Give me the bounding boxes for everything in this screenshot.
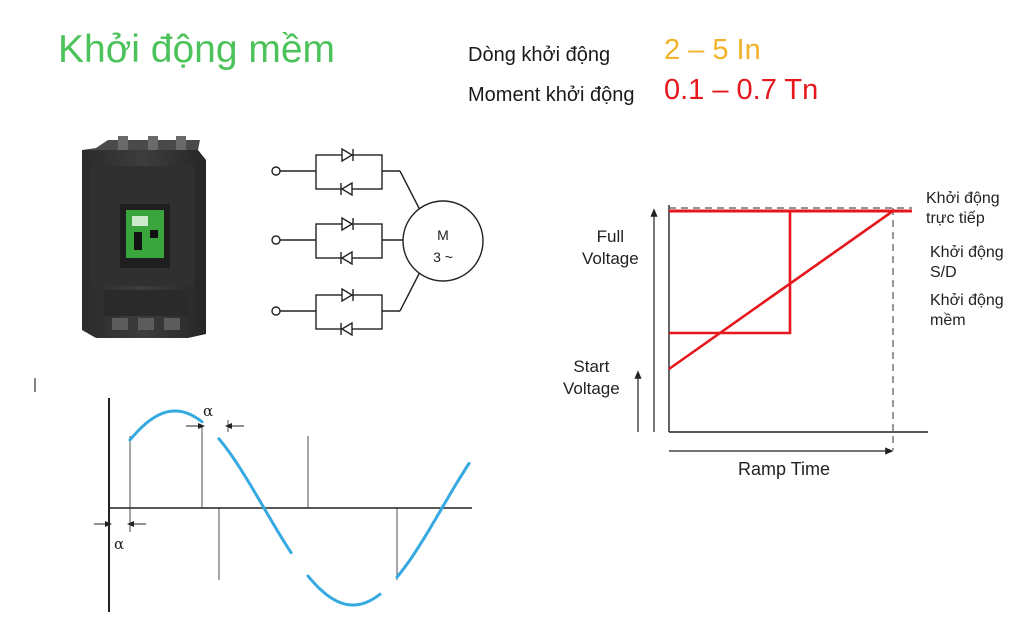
start-voltage-label-line2: Voltage: [563, 379, 620, 398]
thyristor-pair-3: [271, 267, 423, 337]
legend-direct-start-line2: trực tiếp: [926, 210, 985, 227]
alpha-label-top: α: [203, 402, 213, 420]
starting-current-value: 2 – 5 In: [664, 34, 761, 66]
full-voltage-label-line1: Full: [596, 227, 625, 246]
ramp-time-label: Ramp Time: [738, 459, 831, 479]
waveform-chart: α α: [94, 398, 472, 612]
ramp-chart: [634, 205, 928, 455]
starting-torque-value: 0.1 – 0.7 Tn: [664, 74, 819, 106]
full-voltage-label-line2: Voltage: [582, 249, 639, 268]
starting-current-label: Dòng khởi động: [468, 44, 611, 66]
motor-phase-label: 3 ~: [433, 249, 453, 265]
start-voltage-label: Start Voltage: [563, 356, 620, 400]
legend-star-delta-line1: Khởi động: [930, 244, 1004, 261]
legend-star-delta-line2: S/D: [930, 264, 957, 281]
legend-soft-start-line2: mềm: [930, 312, 966, 329]
thyristor-pair-1: [271, 147, 423, 215]
star-delta-start-line: [669, 209, 912, 335]
motor-symbol: M 3 ~: [402, 200, 484, 282]
start-voltage-label-line1: Start: [573, 357, 610, 376]
legend-direct-start: Khởi động trực tiếp: [926, 189, 1000, 229]
legend-direct-start-line1: Khởi động: [926, 190, 1000, 207]
soft-starter-device-image: [82, 136, 206, 338]
motor-label: M: [437, 227, 449, 243]
sine-wave-segments: [128, 409, 471, 607]
legend-soft-start: Khởi động mềm: [930, 291, 1004, 331]
page-title: Khởi động mềm: [58, 28, 336, 71]
full-voltage-label: Full Voltage: [582, 226, 639, 270]
soft-start-line: [668, 209, 912, 371]
thyristor-circuit: [271, 147, 423, 337]
legend-star-delta: Khởi động S/D: [930, 243, 1004, 283]
alpha-label-bottom: α: [114, 535, 124, 553]
thyristor-pair-2: [271, 216, 403, 266]
starting-torque-label: Moment khởi động: [468, 84, 635, 106]
legend-soft-start-line1: Khởi động: [930, 292, 1004, 309]
